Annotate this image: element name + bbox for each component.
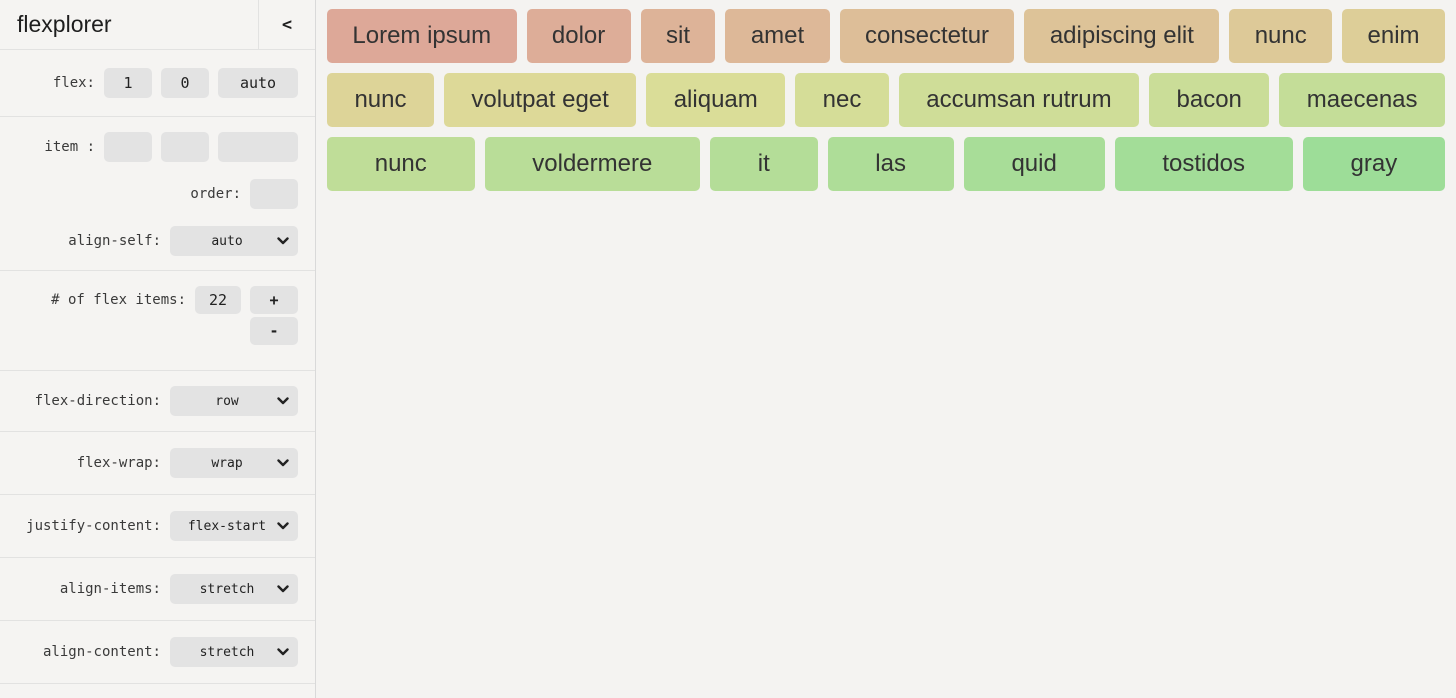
- flex-item[interactable]: enim: [1342, 9, 1445, 63]
- flex-grow-input[interactable]: [104, 68, 152, 98]
- item-count-label: # of flex items:: [51, 292, 186, 308]
- item-label: item :: [44, 139, 95, 155]
- flex-item[interactable]: bacon: [1149, 73, 1270, 127]
- flex-item[interactable]: nunc: [327, 73, 434, 127]
- item-count-row: # of flex items: +: [0, 286, 315, 314]
- flex-item[interactable]: maecenas: [1279, 73, 1445, 127]
- flex-item[interactable]: consectetur: [839, 9, 1015, 63]
- flex-direction-select[interactable]: row: [170, 386, 298, 416]
- flex-item[interactable]: aliquam: [646, 73, 786, 127]
- sidebar: flexplorer < flex: item : order: align-s…: [0, 0, 316, 698]
- chevron-down-icon: [277, 237, 289, 245]
- chevron-down-icon: [277, 522, 289, 530]
- item-count-group: # of flex items: + -: [0, 271, 315, 371]
- flex-item[interactable]: nunc: [1229, 9, 1333, 63]
- align-items-label: align-items:: [59, 581, 161, 597]
- justify-content-group: justify-content: flex-start: [0, 495, 315, 558]
- flex-item[interactable]: voldermere: [484, 137, 701, 191]
- flex-wrap-group: flex-wrap: wrap: [0, 432, 315, 495]
- flex-direction-value: row: [215, 393, 239, 409]
- item-flex-grow-input[interactable]: [104, 132, 152, 162]
- flex-shorthand-group: flex:: [0, 50, 315, 117]
- chevron-left-icon: <: [281, 14, 293, 35]
- align-content-group: align-content: stretch: [0, 621, 315, 684]
- flex-row: flex:: [0, 50, 315, 116]
- sidebar-header: flexplorer <: [0, 0, 315, 50]
- item-count-input[interactable]: [195, 286, 241, 314]
- sidebar-collapse-button[interactable]: <: [258, 0, 315, 49]
- flex-item[interactable]: amet: [725, 9, 830, 63]
- justify-content-label: justify-content:: [26, 518, 161, 534]
- align-items-group: align-items: stretch: [0, 558, 315, 621]
- flex-item[interactable]: gray: [1302, 137, 1445, 191]
- flex-item[interactable]: volutpat eget: [443, 73, 637, 127]
- flex-item[interactable]: quid: [963, 137, 1105, 191]
- chevron-down-icon: [277, 585, 289, 593]
- flex-item[interactable]: adipiscing elit: [1024, 9, 1220, 63]
- align-content-value: stretch: [199, 644, 255, 660]
- flex-item[interactable]: it: [710, 137, 818, 191]
- flex-item[interactable]: Lorem ipsum: [327, 9, 517, 63]
- order-label: order:: [190, 186, 241, 202]
- flex-item[interactable]: dolor: [526, 9, 631, 63]
- item-flex-basis-input[interactable]: [218, 132, 298, 162]
- flex-item[interactable]: tostidos: [1114, 137, 1293, 191]
- item-row: item :: [0, 132, 315, 162]
- align-self-row: align-self: auto: [0, 226, 315, 256]
- flex-basis-input[interactable]: [218, 68, 298, 98]
- flex-direction-label: flex-direction:: [34, 393, 161, 409]
- flex-wrap-select[interactable]: wrap: [170, 448, 298, 478]
- chevron-down-icon: [277, 459, 289, 467]
- add-item-button[interactable]: +: [250, 286, 298, 314]
- item-properties-group: item : order: align-self: auto: [0, 117, 315, 271]
- order-input[interactable]: [250, 179, 298, 209]
- align-self-value: auto: [211, 233, 243, 249]
- remove-item-button[interactable]: -: [250, 317, 298, 345]
- flex-label: flex:: [52, 75, 95, 91]
- flex-item[interactable]: las: [827, 137, 954, 191]
- app-title: flexplorer: [17, 11, 112, 37]
- flex-item[interactable]: sit: [640, 9, 716, 63]
- align-self-label: align-self:: [68, 233, 161, 249]
- item-count-row-2: -: [0, 317, 315, 345]
- flex-item[interactable]: accumsan rutrum: [898, 73, 1140, 127]
- chevron-down-icon: [277, 397, 289, 405]
- justify-content-value: flex-start: [187, 518, 267, 534]
- flex-wrap-value: wrap: [211, 455, 243, 471]
- flex-item[interactable]: nec: [795, 73, 889, 127]
- order-row: order:: [0, 179, 315, 209]
- align-content-label: align-content:: [42, 644, 161, 660]
- flex-shrink-input[interactable]: [161, 68, 209, 98]
- justify-content-select[interactable]: flex-start: [170, 511, 298, 541]
- align-content-select[interactable]: stretch: [170, 637, 298, 667]
- flex-wrap-label: flex-wrap:: [76, 455, 161, 471]
- align-self-select[interactable]: auto: [170, 226, 298, 256]
- align-items-value: stretch: [199, 581, 255, 597]
- item-flex-shrink-input[interactable]: [161, 132, 209, 162]
- align-items-select[interactable]: stretch: [170, 574, 298, 604]
- flex-direction-group: flex-direction: row: [0, 371, 315, 432]
- chevron-down-icon: [277, 648, 289, 656]
- flex-item[interactable]: nunc: [327, 137, 475, 191]
